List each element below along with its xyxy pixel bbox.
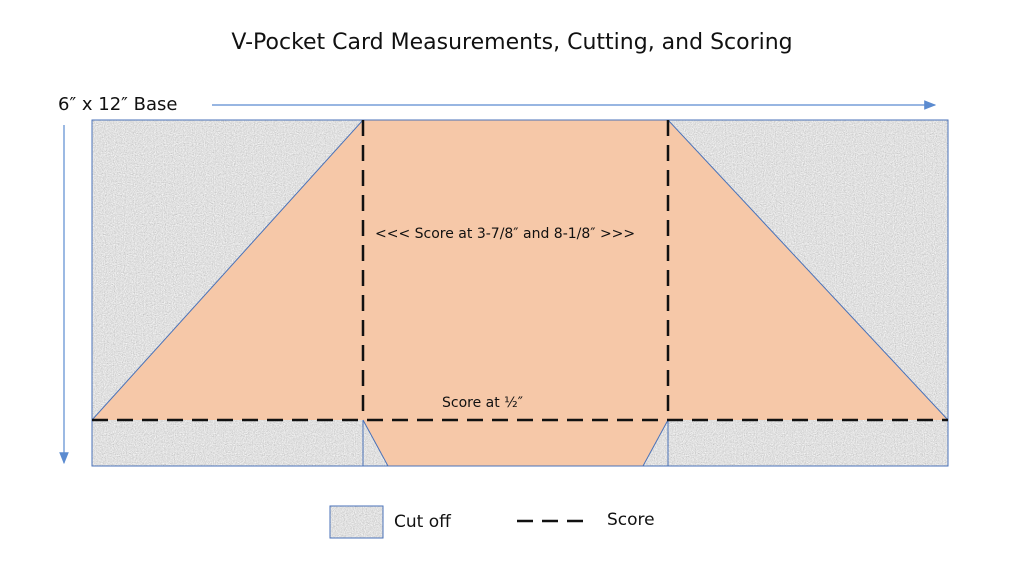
card-shape <box>92 120 948 466</box>
horizontal-score-label: Score at ½″ <box>442 395 523 411</box>
legend-cut-off-swatch <box>330 506 383 538</box>
base-size-label: 6″ x 12″ Base <box>58 94 178 115</box>
vertical-score-label: <<< Score at 3-7/8″ and 8-1/8″ >>> <box>375 226 636 242</box>
diagram-title: V-Pocket Card Measurements, Cutting, and… <box>231 30 793 55</box>
legend-score-label: Score <box>607 510 655 530</box>
legend-cut-off-label: Cut off <box>394 512 451 532</box>
